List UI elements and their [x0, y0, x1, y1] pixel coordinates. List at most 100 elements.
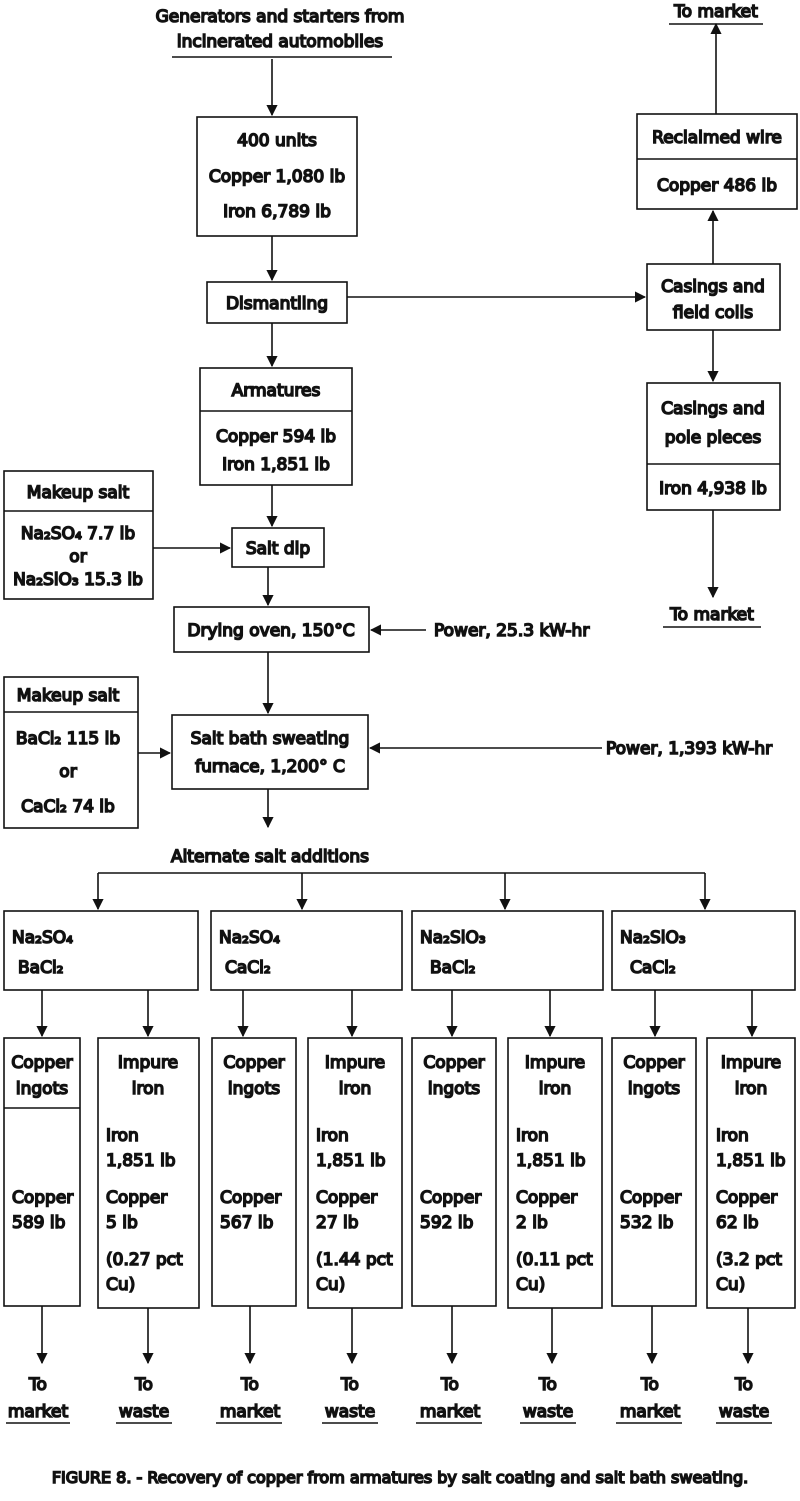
salt-3-line2: BaCl₂: [430, 958, 476, 978]
product-6-line-4: 2 lb: [516, 1213, 548, 1233]
makeup-salt-1-or: or: [69, 547, 86, 567]
product-1-line-2: 589 lb: [12, 1213, 65, 1233]
salt-box-4: [611, 910, 796, 991]
product-box-7: [611, 1037, 697, 1307]
product-4-header-2: iron: [339, 1079, 372, 1099]
product-8-header-2: iron: [735, 1079, 768, 1099]
product-8-line-4: 62 lb: [716, 1213, 759, 1233]
makeup-salt-2-or: or: [59, 762, 76, 782]
salt-dip-label: Salt dip: [246, 539, 310, 559]
product-6-line-2: 1,851 lb: [516, 1151, 586, 1171]
product-3-line-2: 567 lb: [220, 1213, 273, 1233]
input-units: 400 units: [237, 131, 317, 151]
dest-8-where: waste: [719, 1402, 769, 1422]
casings-field-line1: Casings and: [661, 277, 765, 297]
product-6-header-2: iron: [539, 1079, 572, 1099]
furnace-line2: furnace, 1,200° C: [195, 757, 345, 777]
product-5-header-2: ingots: [428, 1079, 480, 1099]
product-1-header-2: ingots: [16, 1079, 68, 1099]
product-6-line-3: Copper: [516, 1188, 577, 1208]
makeup-salt-1-box: [3, 470, 154, 600]
makeup-salt-1-na2so4: Na₂SO₄ 7.7 lb: [21, 524, 135, 544]
salt-2-line1: Na₂SO₄: [219, 928, 280, 948]
salt-1-line2: BaCl₂: [18, 958, 64, 978]
product-6-line-1: Iron: [516, 1126, 549, 1146]
salt-dip-box: [231, 527, 325, 568]
product-box-4: [307, 1037, 403, 1309]
salt-3-line1: Na₂SiO₃: [420, 928, 486, 948]
product-4-line-6: Cu): [316, 1275, 345, 1295]
product-2-line-5: (0.27 pct: [106, 1250, 183, 1270]
dest-3-to: To: [240, 1375, 259, 1395]
product-box-8: [706, 1037, 796, 1309]
product-4-line-5: (1.44 pct: [316, 1250, 393, 1270]
input-box: [196, 116, 358, 237]
product-2-line-4: 5 lb: [106, 1213, 138, 1233]
dest-1-to: To: [28, 1375, 47, 1395]
dest-6-to: To: [538, 1375, 557, 1395]
product-2-header-1: Impure: [118, 1053, 178, 1073]
drying-oven-label: Drying oven, 150°C: [187, 621, 354, 641]
product-8-line-2: 1,851 lb: [716, 1151, 786, 1171]
dismantling-box: [206, 281, 348, 324]
casings-field-line2: field coils: [673, 303, 753, 323]
product-4-line-4: 27 lb: [316, 1213, 359, 1233]
makeup-salt-1-na2sio3: Na₂SiO₃ 15.3 lb: [13, 570, 143, 590]
casings-pole-line2: pole pieces: [665, 428, 762, 448]
furnace-box: [171, 714, 369, 790]
product-5-line-2: 592 lb: [420, 1213, 473, 1233]
salt-1-line1: Na₂SO₄: [12, 928, 73, 948]
product-2-line-3: Copper: [106, 1188, 167, 1208]
product-3-header-2: ingots: [228, 1079, 280, 1099]
product-8-line-6: Cu): [716, 1275, 745, 1295]
armatures-iron: Iron 1,851 lb: [222, 455, 330, 475]
dest-7-where: market: [620, 1402, 681, 1422]
product-1-header-1: Copper: [11, 1053, 72, 1073]
source-line2: incinerated automobiles: [177, 32, 383, 52]
salt-box-3: [411, 910, 604, 991]
product-3-line-1: Copper: [220, 1188, 281, 1208]
salt-2-line2: CaCl₂: [225, 958, 271, 978]
product-box-5: [411, 1037, 497, 1307]
product-2-line-2: 1,851 lb: [106, 1151, 176, 1171]
product-2-line-1: Iron: [106, 1126, 139, 1146]
dest-5-to: To: [440, 1375, 459, 1395]
salt-4-line1: Na₂SiO₃: [620, 928, 686, 948]
product-7-header-1: Copper: [623, 1053, 684, 1073]
source-line1: Generators and starters from: [156, 7, 405, 27]
product-4-header-1: Impure: [325, 1053, 385, 1073]
dest-6-where: waste: [523, 1402, 573, 1422]
reclaimed-wire-copper: Copper 486 lb: [657, 176, 777, 196]
dest-8-to: To: [734, 1375, 753, 1395]
dest-4-to: To: [340, 1375, 359, 1395]
makeup-salt-2-bacl2: BaCl₂ 115 lb: [16, 729, 120, 749]
product-8-line-3: Copper: [716, 1188, 777, 1208]
alternate-salt-additions-label: Alternate salt additions: [171, 847, 369, 867]
casings-pole-iron: Iron 4,938 lb: [659, 479, 767, 499]
to-market-right: To market: [669, 605, 754, 625]
product-box-3: [211, 1037, 297, 1307]
product-8-header-1: Impure: [721, 1053, 781, 1073]
product-6-line-6: Cu): [516, 1275, 545, 1295]
product-7-header-2: ingots: [628, 1079, 680, 1099]
product-5-header-1: Copper: [423, 1053, 484, 1073]
salt-box-1: [3, 910, 199, 991]
product-2-header-2: iron: [132, 1079, 165, 1099]
makeup-salt-2-header: Makeup salt: [17, 686, 120, 706]
dest-3-where: market: [220, 1402, 281, 1422]
product-4-line-3: Copper: [316, 1188, 377, 1208]
dest-1-where: market: [8, 1402, 69, 1422]
product-6-header-1: Impure: [525, 1053, 585, 1073]
input-iron: Iron 6,789 lb: [223, 202, 331, 222]
product-3-header-1: Copper: [223, 1053, 284, 1073]
makeup-salt-2-cacl2: CaCl₂ 74 lb: [21, 797, 115, 817]
salt-box-2: [210, 910, 403, 991]
power-2-label: Power, 1,393 kW-hr: [606, 739, 772, 759]
makeup-salt-1-header: Makeup salt: [27, 483, 130, 503]
casings-pole-line1: Casings and: [661, 399, 765, 419]
input-copper: Copper 1,080 lb: [209, 167, 345, 187]
power-1-label: Power, 25.3 kW-hr: [434, 621, 589, 641]
reclaimed-wire-header: Reclaimed wire: [652, 128, 782, 148]
furnace-line1: Salt bath sweating: [191, 729, 350, 749]
